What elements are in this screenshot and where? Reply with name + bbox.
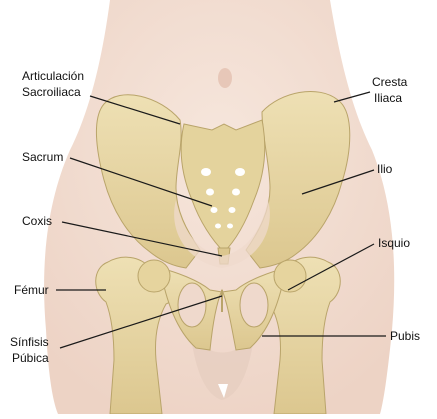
label-iliac-crest-line1: Cresta xyxy=(372,75,408,89)
right-femoral-head xyxy=(274,260,306,292)
label-sacroiliac-line1: Articulación xyxy=(22,69,84,83)
label-sacroiliac-line2: Sacroiliaca xyxy=(22,85,81,99)
label-pubis: Pubis xyxy=(390,329,420,343)
right-obturator-foramen xyxy=(240,283,268,327)
label-symphysis-line1: Sínfisis xyxy=(10,335,49,349)
label-ilium: Ilio xyxy=(377,162,393,176)
left-femoral-head xyxy=(138,260,170,292)
label-coccyx: Coxis xyxy=(22,214,52,228)
label-femur: Fémur xyxy=(14,283,49,297)
label-iliac-crest-line2: Iliaca xyxy=(374,91,402,105)
label-ischium: Isquio xyxy=(378,236,410,250)
navel xyxy=(218,68,232,88)
label-sacrum: Sacrum xyxy=(22,150,63,164)
label-symphysis-line2: Púbica xyxy=(12,351,49,365)
